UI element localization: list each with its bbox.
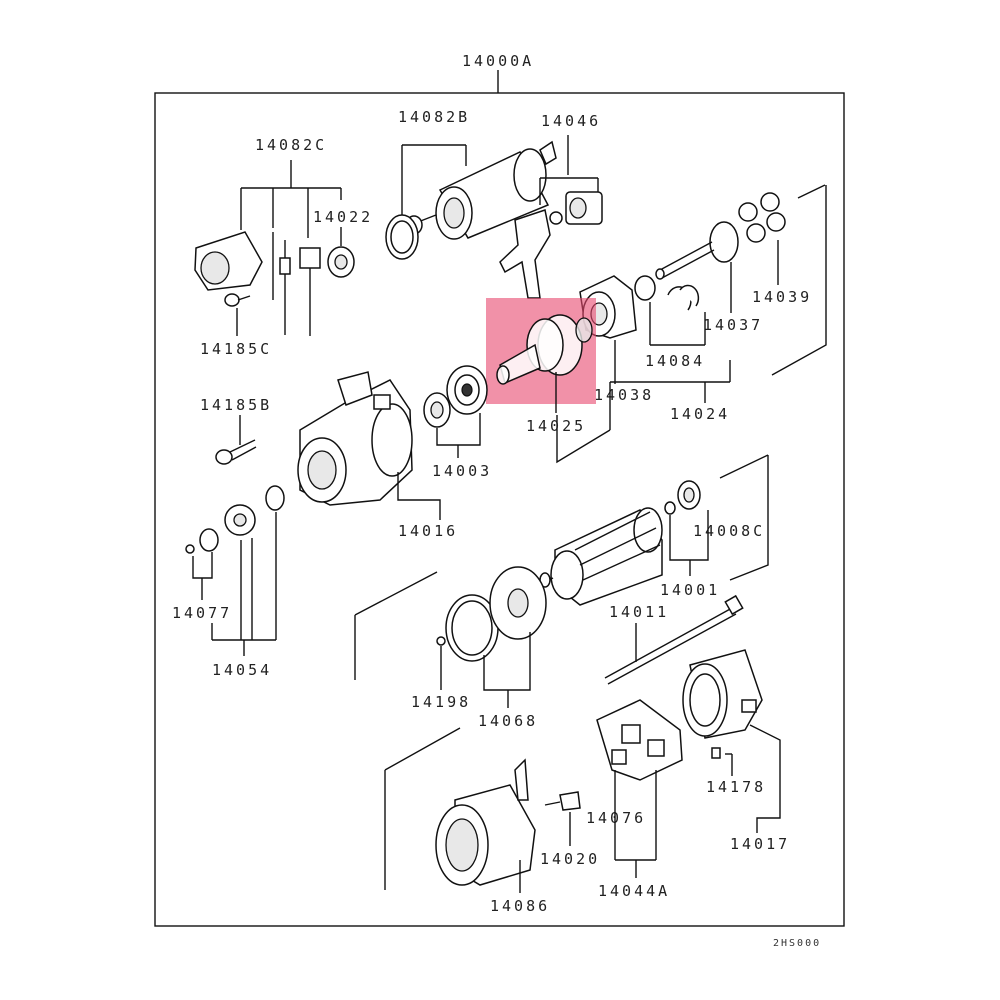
part-label-14003: 14003 <box>432 462 492 480</box>
part-label-14008C: 14008C <box>693 522 765 540</box>
pinion-shaft-part[interactable] <box>496 314 593 385</box>
part-label-14198: 14198 <box>411 693 471 711</box>
footer-code: 2HS000 <box>773 938 821 949</box>
part-label-14011: 14011 <box>609 603 669 621</box>
retaining-clips-part[interactable] <box>634 275 700 311</box>
assembly-frame <box>154 92 845 927</box>
bracket-14039 <box>771 185 827 376</box>
leader-14077 <box>192 552 213 600</box>
bracket-14039-top <box>797 184 826 199</box>
leader-14008C <box>669 510 709 576</box>
part-label-14082B: 14082B <box>398 108 470 126</box>
part-label-14185B: 14185B <box>200 396 272 414</box>
terminal-kit-part[interactable] <box>194 231 355 336</box>
part-label-14185C: 14185C <box>200 340 272 358</box>
leader-14076 <box>614 770 657 878</box>
part-label-14001: 14001 <box>660 581 720 599</box>
bracket-14001 <box>719 454 769 581</box>
assembly-label: 14000A <box>462 52 534 70</box>
end-cover-part[interactable] <box>682 649 763 739</box>
leader-14046 <box>539 135 599 205</box>
brush-holder-part[interactable] <box>596 699 683 781</box>
part-label-14039: 14039 <box>752 288 812 306</box>
pinion-gear-part[interactable] <box>185 485 285 554</box>
bolt-14185B-part[interactable] <box>215 439 257 465</box>
leader-14068 <box>483 632 531 708</box>
clip-14020-part[interactable] <box>544 791 581 811</box>
part-label-14024: 14024 <box>670 405 730 423</box>
part-label-14044A: 14044A <box>598 882 670 900</box>
part-label-14054: 14054 <box>212 661 272 679</box>
part-label-14077: 14077 <box>172 604 232 622</box>
planet-shaft-part[interactable] <box>655 221 739 280</box>
part-label-14178: 14178 <box>706 778 766 796</box>
part-label-14084: 14084 <box>645 352 705 370</box>
rear-housing-part[interactable] <box>435 758 536 886</box>
leader-14082C <box>240 160 342 238</box>
bearing-14003-part[interactable] <box>423 365 488 428</box>
leader-14054 <box>211 512 277 656</box>
leader-14082B <box>401 144 467 215</box>
part-label-14022: 14022 <box>313 208 373 226</box>
part-label-14016: 14016 <box>398 522 458 540</box>
front-housing-part[interactable] <box>297 371 413 506</box>
part-label-14037: 14037 <box>703 316 763 334</box>
part-label-14025: 14025 <box>526 417 586 435</box>
bolt-14185C-part[interactable] <box>224 293 251 307</box>
planet-gears-part[interactable] <box>738 192 786 243</box>
leader-14003 <box>436 413 481 458</box>
ball-14198-part[interactable] <box>436 636 446 646</box>
leader-14017 <box>749 724 781 833</box>
part-label-14086: 14086 <box>490 897 550 915</box>
part-label-14020: 14020 <box>540 850 600 868</box>
part-label-14017: 14017 <box>730 835 790 853</box>
yoke-part[interactable] <box>445 566 547 662</box>
part-label-14068: 14068 <box>478 712 538 730</box>
bracket-14024 <box>556 415 611 464</box>
part-label-14046: 14046 <box>541 112 601 130</box>
through-bolt-part[interactable] <box>604 594 744 685</box>
leader-14024 <box>609 360 731 430</box>
part-label-14082C: 14082C <box>255 136 327 154</box>
bracket-14068 <box>354 571 438 680</box>
bearing-14008C-part[interactable] <box>664 480 701 515</box>
leader-14016 <box>397 472 441 520</box>
armature-part[interactable] <box>539 507 663 606</box>
screw-14178-part[interactable] <box>711 747 721 759</box>
solenoid-part[interactable] <box>385 140 557 260</box>
bracket-14086 <box>384 727 461 890</box>
leader-14084 <box>649 302 706 346</box>
part-label-14038: 14038 <box>594 386 654 404</box>
part-label-14076: 14076 <box>586 809 646 827</box>
